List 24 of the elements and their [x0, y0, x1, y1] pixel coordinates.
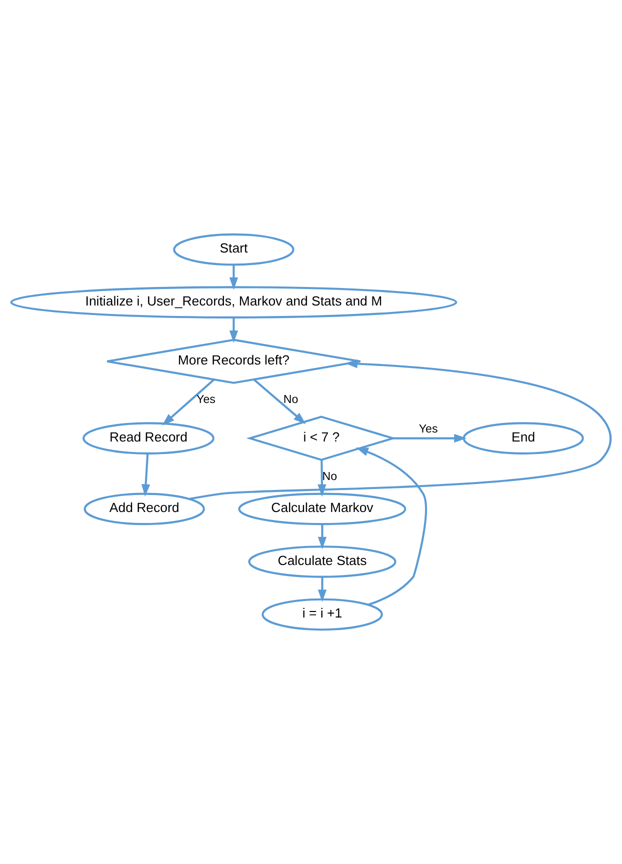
arrow [229, 318, 238, 343]
node-ellipse: Calculate Markov [238, 492, 406, 526]
node-ellipse: Add Record [84, 492, 205, 526]
arrow [189, 359, 612, 500]
edge-label: Yes [418, 424, 438, 436]
arrow [356, 448, 427, 606]
node-diamond: More Records left? [106, 338, 362, 384]
node-ellipse: Read Record [82, 422, 214, 454]
edge-label: No [322, 470, 338, 483]
edge-label: No [283, 394, 298, 406]
node-ellipse: Calculate Stats [248, 546, 396, 578]
arrow [318, 524, 327, 550]
arrow [162, 378, 215, 426]
node-ellipse: End [462, 422, 584, 454]
node-ellipse: Initialize i, User_Records, Markov and Stats and M [10, 286, 458, 318]
arrow [141, 454, 150, 497]
node-ellipse: Start [173, 233, 294, 266]
arrow [318, 460, 326, 497]
arrow [229, 264, 238, 290]
arrow [318, 577, 327, 602]
arrow [253, 378, 306, 424]
edge-label: Yes [196, 394, 216, 406]
arrow [393, 434, 467, 443]
node-ellipse: i = i +1 [262, 598, 383, 631]
